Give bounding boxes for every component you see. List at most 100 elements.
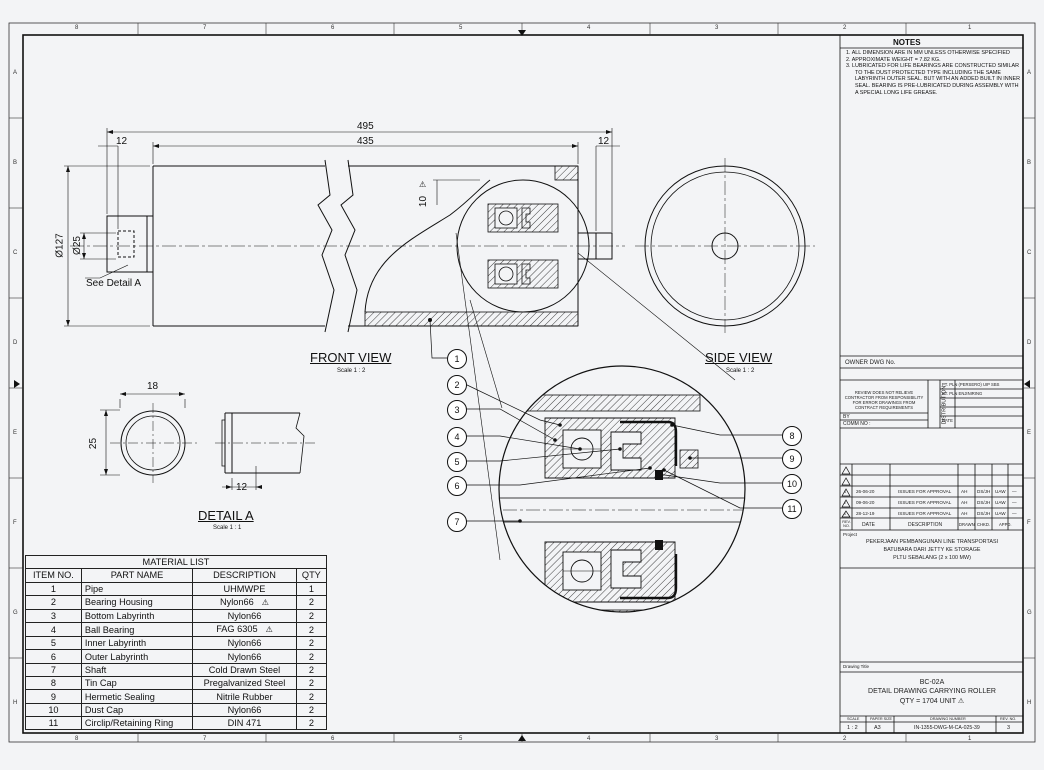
revision-appd: UAW [995, 500, 1006, 505]
grid-row-c-right: C [1027, 250, 1032, 256]
table-row: 7 Shaft Cold Drawn Steel 2 [25, 662, 328, 678]
cell-part-name-text: Ball Bearing [84, 624, 135, 635]
grid-row-c: C [13, 250, 18, 256]
footer-scale-header: SCALE [847, 717, 860, 721]
cell-item-no: 8 [25, 676, 82, 691]
cell-description: Nylon66 [192, 636, 297, 651]
dim-detail-width: 18 [147, 381, 159, 392]
cell-item-no-text: 11 [48, 718, 59, 729]
dim-overall-length: 495 [357, 121, 374, 132]
revision-extra: — [1012, 511, 1017, 516]
review-note: REVIEW DOES NOT RELIEVE CONTRACTOR FROM … [844, 390, 924, 410]
cell-item-no: 2 [25, 594, 82, 610]
cell-qty-text: 2 [308, 704, 314, 715]
cell-item-no-text: 4 [50, 624, 56, 635]
detail-a-scale: Scale 1 : 1 [213, 525, 242, 531]
grid-row-a: A [13, 70, 18, 76]
cell-part-name-text: Shaft [84, 664, 107, 675]
cell-part-name: Bearing Housing [80, 594, 194, 610]
cell-description-text: Nylon66 [227, 638, 262, 649]
rev-header-no: REV. NO. [842, 520, 851, 528]
balloon-1: 1 [447, 349, 467, 369]
rev-header-drawn: DRAWN [959, 522, 975, 527]
grid-col-4-bottom: 4 [587, 736, 591, 742]
cell-qty: 2 [295, 702, 328, 717]
distribution-date-label: DATE [942, 418, 953, 423]
revision-drawn: AH [961, 489, 968, 494]
detail-a-title: DETAIL A [198, 508, 254, 523]
cell-part-name-text: Inner Labyrinth [84, 638, 147, 649]
cell-item-no-text: 6 [50, 651, 56, 662]
cell-part-name: Pipe [80, 581, 194, 596]
cell-part-name-text: Outer Labyrinth [84, 651, 149, 662]
footer-dwg-value: IN-1355-DWG-M-CA-025-39 [914, 725, 980, 731]
revision-drawn: AH [961, 500, 968, 505]
grid-col-7-bottom: 7 [203, 736, 207, 742]
footer-rev-value: 3 [1007, 725, 1011, 731]
dim-left-end: 12 [116, 136, 128, 147]
cell-qty-text: 2 [308, 691, 314, 702]
cell-qty-text: 2 [308, 678, 314, 689]
balloon-6: 6 [447, 476, 467, 496]
owner-dwg-label: OWNER DWG No. [845, 360, 896, 366]
cell-qty: 1 [295, 581, 328, 596]
cell-item-no: 3 [25, 608, 82, 624]
grid-col-8: 8 [75, 25, 79, 31]
grid-col-8-bottom: 8 [75, 736, 79, 742]
grid-col-5-bottom: 5 [459, 736, 463, 742]
dim-pipe-diameter: Ø127 [54, 233, 66, 258]
rev-header-appd: APPD. [999, 522, 1012, 527]
dim-wall-thickness: 10 [418, 195, 430, 208]
cell-item-no: 1 [25, 581, 82, 596]
cell-qty-text: 2 [308, 664, 314, 675]
footer-paper-header: PAPER SIZE [870, 717, 893, 721]
cell-description-text: FAG 6305 [216, 624, 258, 635]
drawing-title: DETAIL DRAWING CARRYING ROLLER [868, 688, 996, 695]
cell-qty: 2 [295, 594, 328, 610]
grid-col-7: 7 [203, 25, 207, 31]
cell-item-no: 4 [25, 622, 82, 638]
drawing-title-label: Drawing Title [843, 664, 870, 669]
project-line: BATUBARA DARI JETTY KE STORAGE [883, 547, 981, 553]
distribution-row: PT. PLN ENJINIRING [942, 391, 983, 396]
grid-col-4: 4 [587, 25, 591, 31]
grid-row-e-right: E [1027, 430, 1032, 436]
cell-description: DIN 471 [192, 715, 297, 731]
cell-item-no-text: 3 [50, 611, 56, 622]
rev-header-description: DESCRIPTION [908, 522, 943, 528]
cell-item-no: 5 [25, 636, 82, 651]
balloon-9: 9 [782, 449, 802, 469]
cell-part-name: Bottom Labyrinth [80, 608, 194, 624]
side-view-title: SIDE VIEW [705, 350, 773, 365]
note-item: 3. LUBRICATED FOR LIFE BEARINGS ARE CONS… [846, 63, 1021, 96]
cell-part-name: Outer Labyrinth [80, 649, 194, 664]
cell-qty: 2 [295, 715, 328, 731]
cell-item-no-text: 5 [50, 638, 56, 649]
notes-list: 1. ALL DIMENSION ARE IN MM UNLESS OTHERW… [846, 50, 1021, 96]
see-detail-callout: See Detail A [86, 278, 142, 289]
material-list-title: MATERIAL LIST [25, 554, 327, 570]
cell-description: Cold Drawn Steel [192, 662, 297, 678]
revision-triangle-icon: ⚠ [265, 625, 273, 635]
cell-qty: 2 [295, 649, 328, 664]
grid-row-b: B [13, 160, 18, 166]
cell-qty: 2 [295, 689, 328, 704]
side-view-scale: Scale 1 : 2 [726, 368, 755, 374]
cell-qty-text: 2 [308, 611, 314, 622]
grid-row-h-right: H [1027, 700, 1032, 706]
grid-col-1: 1 [968, 25, 972, 31]
cell-item-no-text: 8 [50, 678, 56, 689]
notes-title: NOTES [893, 38, 921, 47]
grid-row-b-right: B [1027, 160, 1032, 166]
cell-description-text: Cold Drawn Steel [208, 664, 281, 675]
revision-extra: — [1012, 489, 1017, 494]
note-item: 2. APPROXIMATE WEIGHT = 7.82 KG. [846, 56, 941, 63]
cell-item-no-text: 7 [50, 664, 56, 675]
cell-description-text: Pregalvanized Steel [203, 678, 286, 689]
